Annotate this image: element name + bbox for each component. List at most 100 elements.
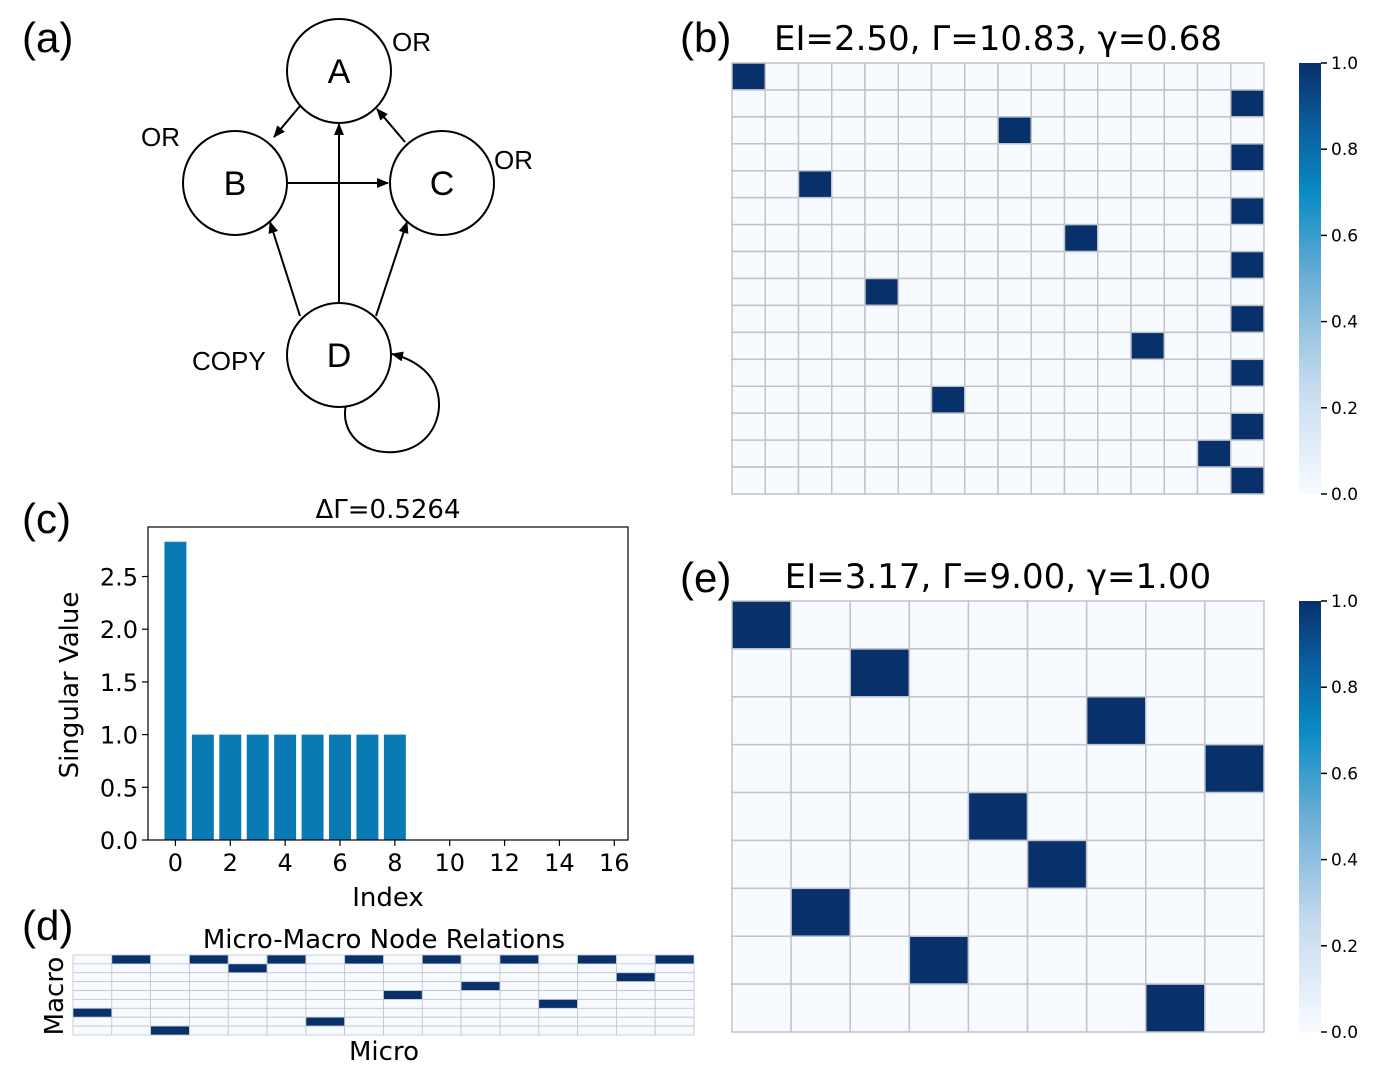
heatmap-b-cell — [1130, 223, 1165, 253]
heatmap-d-cell — [615, 981, 656, 991]
heatmap-d-cell — [227, 963, 268, 974]
heatmap-b-cell — [1030, 358, 1066, 387]
x-tick-label: 6 — [332, 849, 347, 877]
heatmap-d-cell — [344, 1016, 384, 1027]
heatmap-d-cell — [577, 981, 617, 991]
heatmap-b-cell — [1097, 412, 1132, 441]
heatmap-e-cell — [1204, 935, 1265, 985]
heatmap-d-cell — [654, 1025, 695, 1036]
heatmap-d-cell — [111, 990, 152, 1000]
node-c-label: C — [430, 165, 455, 203]
heatmap-d-cell — [538, 1025, 578, 1036]
x-tick-label: 14 — [544, 849, 575, 877]
heatmap-b-cell — [831, 466, 866, 495]
heatmap-e-cell — [908, 600, 970, 650]
heatmap-d-cell — [654, 1007, 695, 1018]
heatmap-b-cell — [764, 250, 800, 280]
heatmap-e-cell — [908, 743, 970, 794]
heatmap-b-cell — [1063, 304, 1099, 334]
heatmap-b-cell — [930, 466, 966, 495]
heatmap-e-cell — [1204, 839, 1265, 890]
heatmap-b-cell — [797, 466, 833, 495]
heatmap-b-cell — [864, 250, 899, 280]
bar-chart-title: ΔΓ=0.5264 — [315, 495, 460, 525]
heatmap-b-cell — [1230, 358, 1265, 387]
heatmap-b-cell — [1097, 331, 1132, 361]
heatmap-b-cell — [831, 223, 866, 253]
heatmap-e-cell — [1204, 887, 1265, 937]
heatmap-b-cell — [797, 170, 833, 199]
heatmap-b-cell — [864, 116, 899, 145]
heatmap-b-cell — [1163, 89, 1199, 118]
heatmap-d-cell — [499, 1025, 540, 1036]
heatmap-e-cell — [731, 696, 792, 746]
heatmap-b-cell — [1063, 358, 1099, 387]
node-a-gate: OR — [392, 27, 431, 57]
heatmap-e-cell — [967, 839, 1029, 890]
node-d-gate: COPY — [192, 346, 266, 376]
heatmap-d-cell — [615, 990, 656, 1000]
heatmap-b-cell — [930, 62, 966, 91]
heatmap-d-cell — [460, 981, 501, 991]
heatmap-d-cell — [654, 999, 695, 1009]
heatmap-e-cell — [731, 648, 792, 698]
heatmap-b-cell — [897, 412, 933, 441]
bar — [246, 734, 269, 840]
heatmap-b-cell — [1130, 358, 1165, 387]
heatmap-d-cell — [538, 972, 578, 983]
bar — [274, 734, 297, 840]
heatmap-b-cell — [1163, 466, 1199, 495]
heatmap-e-cell — [1204, 983, 1265, 1033]
heatmap-d-cell — [111, 963, 152, 974]
edge-a-b — [273, 105, 301, 138]
y-tick-label: 1.0 — [100, 722, 138, 750]
heatmap-d-cell — [383, 981, 423, 991]
heatmap-d-cell — [111, 999, 152, 1009]
heatmap-d-cell — [499, 999, 540, 1009]
heatmap-b-cell — [1130, 277, 1165, 307]
heatmap-b-cell — [864, 466, 899, 495]
heatmap-d-cell — [460, 999, 501, 1009]
heatmap-b-cell — [1130, 412, 1165, 441]
edge-d-b — [268, 221, 301, 317]
heatmap-e-cell — [1085, 983, 1147, 1033]
heatmap-b-cell — [964, 196, 999, 226]
heatmap-b-cell — [864, 89, 899, 118]
heatmap-b-cell — [1130, 304, 1165, 334]
heatmap-b-cell — [731, 385, 766, 414]
heatmap-b-cell — [897, 331, 933, 361]
heatmap-d-cell — [189, 1016, 229, 1027]
node-a — [286, 18, 392, 124]
heatmap-e-cell — [1026, 887, 1088, 937]
heatmap-b-cell — [831, 170, 866, 199]
colorbar-e-tick-label: 0.6 — [1331, 764, 1358, 784]
heatmap-b-cell — [1230, 170, 1265, 199]
heatmap-d-cell — [305, 981, 346, 991]
heatmap-b-cell — [964, 331, 999, 361]
heatmap-e-cell — [1204, 791, 1265, 842]
heatmap-b-cell — [764, 331, 800, 361]
heatmap-b-cell — [1063, 466, 1099, 495]
heatmap-b-cell — [1030, 439, 1066, 468]
heatmap-b-cell — [764, 304, 800, 334]
x-tick-label: 16 — [599, 849, 630, 877]
heatmap-d-cell — [538, 1007, 578, 1018]
heatmap-d-cell — [227, 972, 268, 983]
heatmap-d-cell — [383, 1007, 423, 1018]
heatmap-e-cell — [731, 887, 792, 937]
heatmap-b-cell — [764, 223, 800, 253]
heatmap-d-cell — [150, 963, 190, 974]
heatmap-e-cell — [849, 648, 911, 698]
panel-label-b: (b) — [680, 14, 731, 61]
heatmap-b-cell — [1097, 223, 1132, 253]
heatmap-b-cell — [1196, 412, 1232, 441]
heatmap-b-cell — [1130, 466, 1165, 495]
heatmap-b-cell — [997, 466, 1032, 495]
heatmap-b-cell — [1063, 385, 1099, 414]
heatmap-d-cell — [615, 1025, 656, 1036]
heatmap-b-cell — [831, 439, 866, 468]
heatmap-d-cell — [383, 963, 423, 974]
heatmap-d-cell — [150, 954, 190, 965]
heatmap-d-cell — [383, 954, 423, 965]
heatmap-b-cell — [1030, 196, 1066, 226]
